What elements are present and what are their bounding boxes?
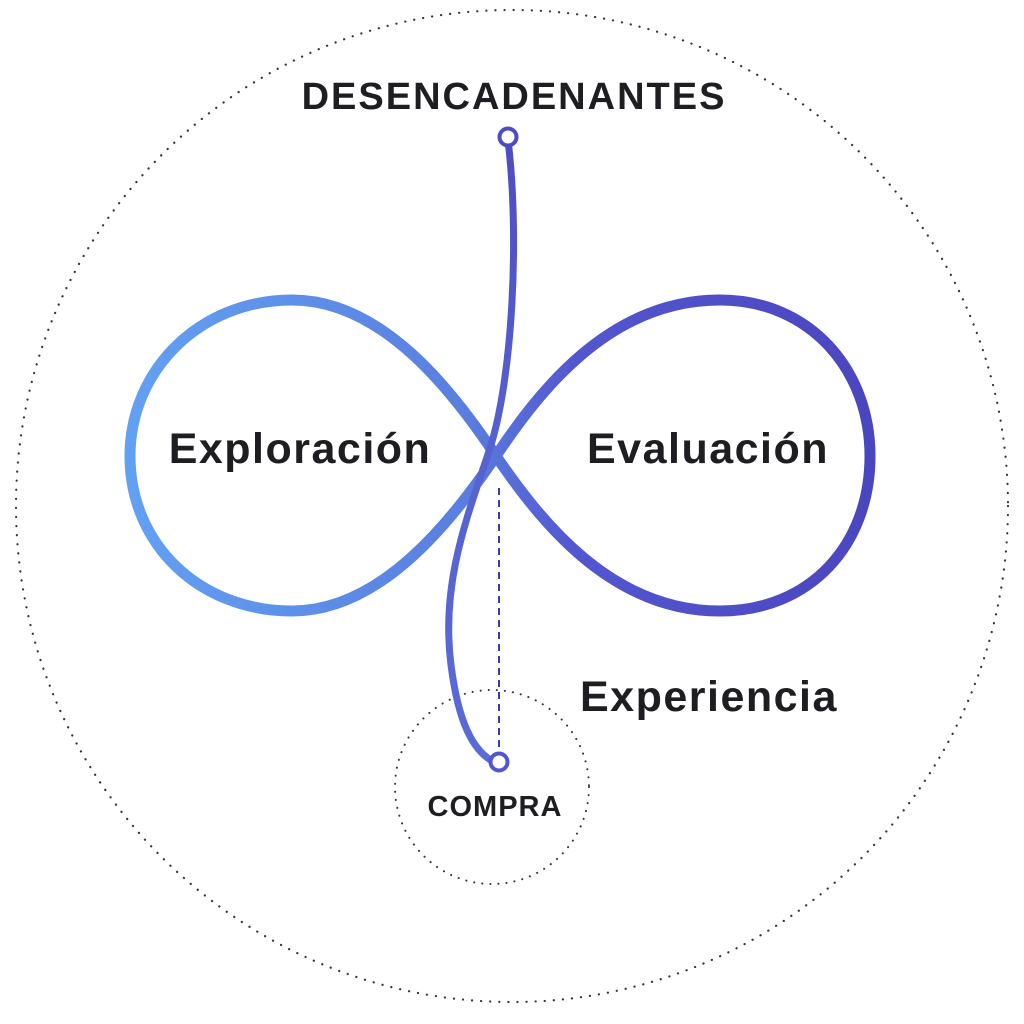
experience-label: Experiencia: [580, 673, 838, 721]
exploration-label: Exploración: [168, 425, 432, 473]
purchase-endpoint-ring: [488, 751, 510, 773]
evaluation-label: Evaluación: [586, 425, 830, 473]
purchase-dotted-circle: [394, 689, 590, 885]
trigger-endpoint-ring: [497, 126, 519, 148]
purchase-label: COMPRA: [427, 791, 563, 823]
journey-path: [445, 136, 518, 767]
outer-dotted-circle: [14, 8, 1010, 1004]
triggers-label: DESENCADENANTES: [301, 76, 727, 118]
infinity-loop: [124, 294, 876, 617]
